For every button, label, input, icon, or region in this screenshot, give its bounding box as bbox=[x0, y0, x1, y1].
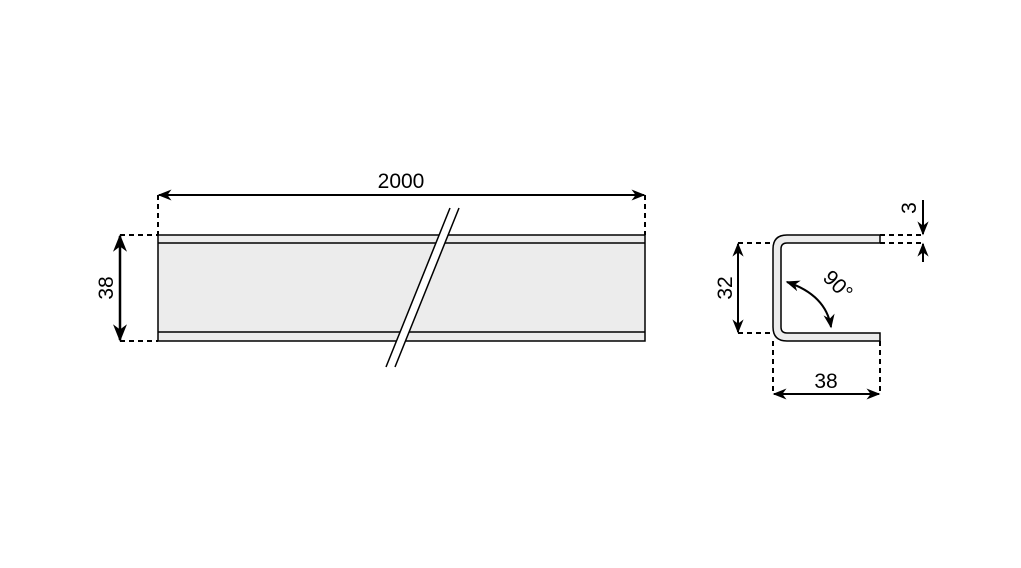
channel-body bbox=[157, 234, 646, 342]
side-view: 2000 38 bbox=[95, 170, 646, 368]
length-dimension: 2000 bbox=[157, 170, 646, 235]
profile-width-label: 38 bbox=[814, 370, 837, 393]
angle-arc bbox=[785, 280, 835, 329]
length-label: 2000 bbox=[378, 170, 425, 193]
width-label: 38 bbox=[95, 276, 118, 299]
break-line-left bbox=[385, 207, 451, 368]
break-line-right bbox=[394, 207, 460, 368]
profile-width-dimension: 38 bbox=[772, 341, 881, 400]
angle-dimension: 90° bbox=[785, 266, 857, 329]
width-dimension: 38 bbox=[95, 234, 158, 342]
angle-label: 90° bbox=[818, 266, 857, 305]
height-label: 32 bbox=[714, 276, 737, 299]
profile-view: 32 38 3 90° bbox=[714, 200, 929, 400]
thickness-label: 3 bbox=[898, 202, 921, 214]
thickness-dimension: 3 bbox=[880, 200, 929, 262]
height-dimension: 32 bbox=[714, 242, 773, 334]
break-gap bbox=[386, 208, 459, 367]
u-channel-profile bbox=[772, 234, 881, 342]
